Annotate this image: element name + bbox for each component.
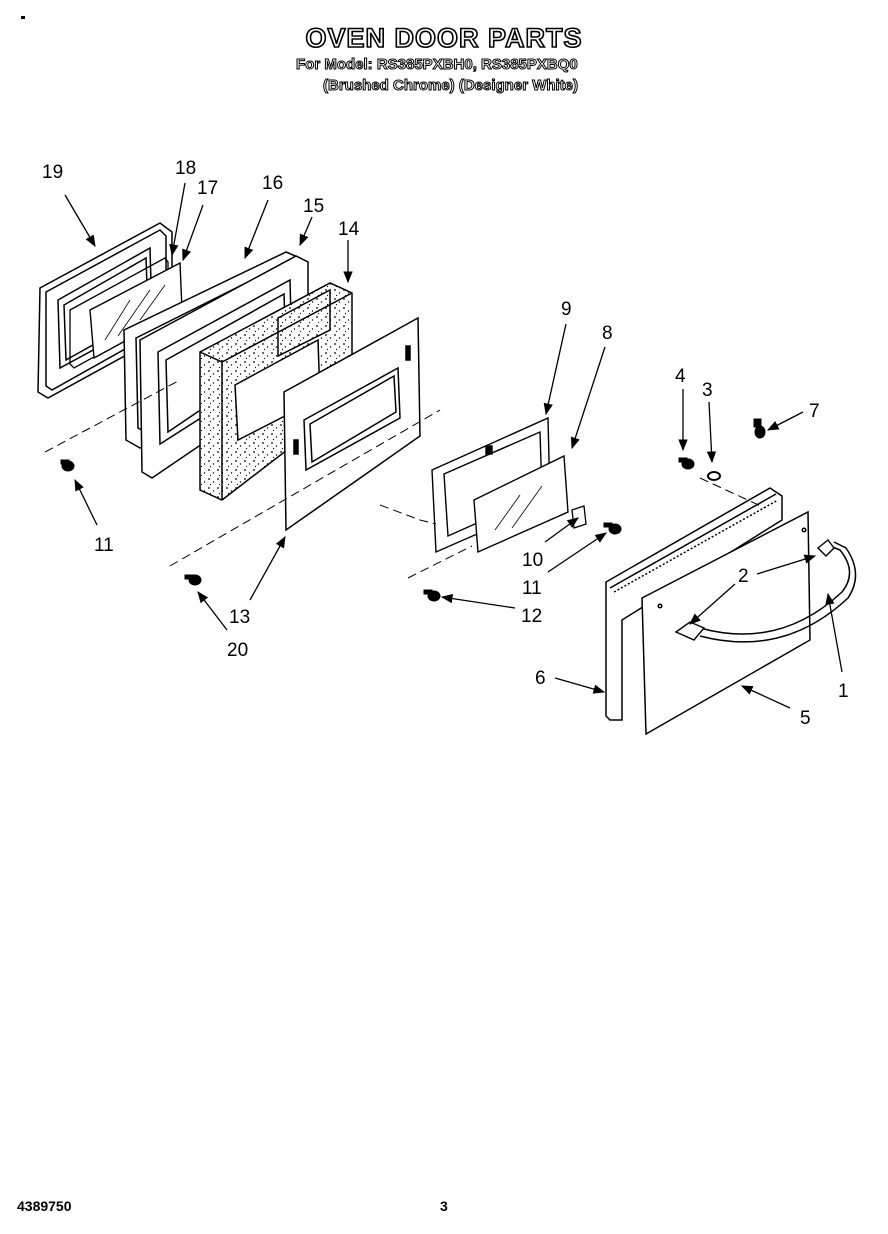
corner-mark <box>21 16 25 19</box>
washer-3-icon <box>707 471 721 481</box>
screw-11b-icon <box>603 522 622 535</box>
callout-16: 16 <box>262 173 283 194</box>
screw-12-icon <box>423 589 441 602</box>
callout-11b: 11 <box>522 578 542 599</box>
callout-17: 17 <box>197 178 218 199</box>
part-2-handle-end-caps <box>674 539 835 641</box>
callout-labels: 19 18 17 16 15 14 11 13 20 9 8 10 11 12 … <box>42 158 849 729</box>
screw-4-icon <box>678 457 695 470</box>
callout-15: 15 <box>303 196 324 217</box>
callout-13: 13 <box>229 607 250 628</box>
assembly-lines <box>44 379 766 579</box>
callout-3: 3 <box>702 380 713 401</box>
part-10-clip <box>571 505 587 529</box>
part-14-insulation <box>199 282 353 501</box>
callout-5: 5 <box>800 708 811 729</box>
callout-7: 7 <box>809 401 820 422</box>
part-5-outer-door-panel <box>641 510 811 736</box>
callout-6: 6 <box>535 668 546 689</box>
model-line: For Model: RS385PXBH0, RS385PXBQ0 <box>296 56 579 74</box>
callout-14: 14 <box>338 219 360 240</box>
leader-arrows <box>64 182 843 709</box>
page-title: OVEN DOOR PARTS <box>305 22 583 54</box>
screw-icons <box>60 418 766 602</box>
page-number: 3 <box>440 1198 448 1214</box>
part-13-door-panel <box>283 316 421 532</box>
screw-7-icon <box>753 418 766 439</box>
screw-20-icon <box>184 574 202 586</box>
callout-4: 4 <box>675 366 686 387</box>
callout-10: 10 <box>522 550 543 571</box>
page-header: OVEN DOOR PARTS <box>0 22 888 54</box>
part-8-outer-glass <box>473 454 569 554</box>
callout-1: 1 <box>838 681 849 702</box>
callout-12: 12 <box>521 606 542 627</box>
callout-18: 18 <box>175 158 196 179</box>
callout-8: 8 <box>602 323 613 344</box>
part-6-outer-door-frame <box>605 487 783 721</box>
callout-2: 2 <box>738 566 749 587</box>
callout-11a: 11 <box>94 535 114 556</box>
callout-20: 20 <box>227 640 248 661</box>
document-number: 4389750 <box>17 1198 72 1214</box>
callout-19: 19 <box>42 162 63 183</box>
screw-11a-icon <box>60 459 75 472</box>
callout-9: 9 <box>561 299 572 320</box>
variant-line: (Brushed Chrome) (Designer White) <box>322 77 579 95</box>
